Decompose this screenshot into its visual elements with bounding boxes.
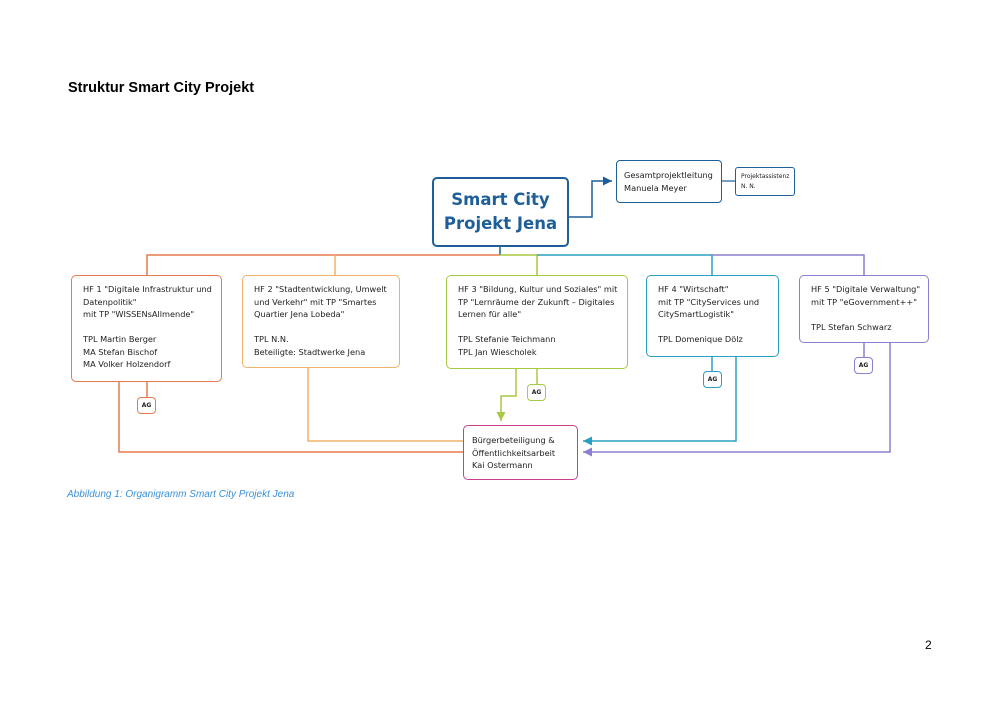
- hf2-box: HF 2 "Stadtentwicklung, Umwelt und Verke…: [242, 275, 400, 368]
- hf3-text: HF 3 "Bildung, Kultur und Soziales" mit …: [458, 284, 618, 357]
- hf4-text: HF 4 "Wirtschaft" mit TP "CityServices u…: [658, 284, 760, 344]
- branch-hf4: [537, 254, 713, 275]
- smart-city-main-box: Smart City Projekt Jena: [432, 177, 569, 247]
- hf5-box: HF 5 "Digitale Verwaltung" mit TP "eGove…: [799, 275, 929, 343]
- branch-hf3: [500, 254, 538, 275]
- main-title-line2: Projekt Jena: [443, 214, 558, 233]
- projektassistenz-text: Projektassistenz N. N.: [741, 173, 790, 190]
- hf2-text: HF 2 "Stadtentwicklung, Umwelt und Verke…: [254, 284, 387, 357]
- branch-hf5: [712, 254, 865, 275]
- flow-hf4-to-buerger: [583, 357, 737, 446]
- projektassistenz-box: Projektassistenz N. N.: [735, 167, 795, 196]
- page-heading: Struktur Smart City Projekt: [68, 80, 255, 96]
- flow-hf3-to-buerger: [496, 369, 517, 421]
- ag-badge-hf4: AG: [703, 371, 722, 388]
- hf3-box: HF 3 "Bildung, Kultur und Soziales" mit …: [446, 275, 628, 369]
- branch-hf1: [146, 254, 500, 275]
- ag-badge-hf1: AG: [137, 397, 156, 414]
- flow-hf1-to-buerger: [118, 382, 463, 453]
- flow-hf5-to-buerger: [583, 343, 891, 457]
- hf4-box: HF 4 "Wirtschaft" mit TP "CityServices u…: [646, 275, 779, 357]
- ag-badge-hf5: AG: [854, 357, 873, 374]
- buergerbeteiligung-box: Bürgerbeteiligung & Öffentlichkeitsarbei…: [463, 425, 578, 480]
- figure-caption: Abbildung 1: Organigramm Smart City Proj…: [67, 489, 295, 500]
- gesamtprojektleitung-box: Gesamtprojektleitung Manuela Meyer: [616, 160, 722, 203]
- main-title-line1: Smart City: [451, 190, 550, 209]
- line-main-to-gpl: [569, 176, 612, 218]
- buergerbeteiligung-text: Bürgerbeteiligung & Öffentlichkeitsarbei…: [472, 435, 556, 470]
- page-number: 2: [925, 638, 932, 652]
- gesamtprojektleitung-text: Gesamtprojektleitung Manuela Meyer: [624, 170, 713, 193]
- hf1-text: HF 1 "Digitale Infrastruktur und Datenpo…: [83, 284, 212, 369]
- hf5-text: HF 5 "Digitale Verwaltung" mit TP "eGove…: [811, 284, 921, 332]
- flow-hf2-to-buerger: [307, 368, 463, 442]
- hf1-box: HF 1 "Digitale Infrastruktur und Datenpo…: [71, 275, 222, 382]
- ag-badge-hf3: AG: [527, 384, 546, 401]
